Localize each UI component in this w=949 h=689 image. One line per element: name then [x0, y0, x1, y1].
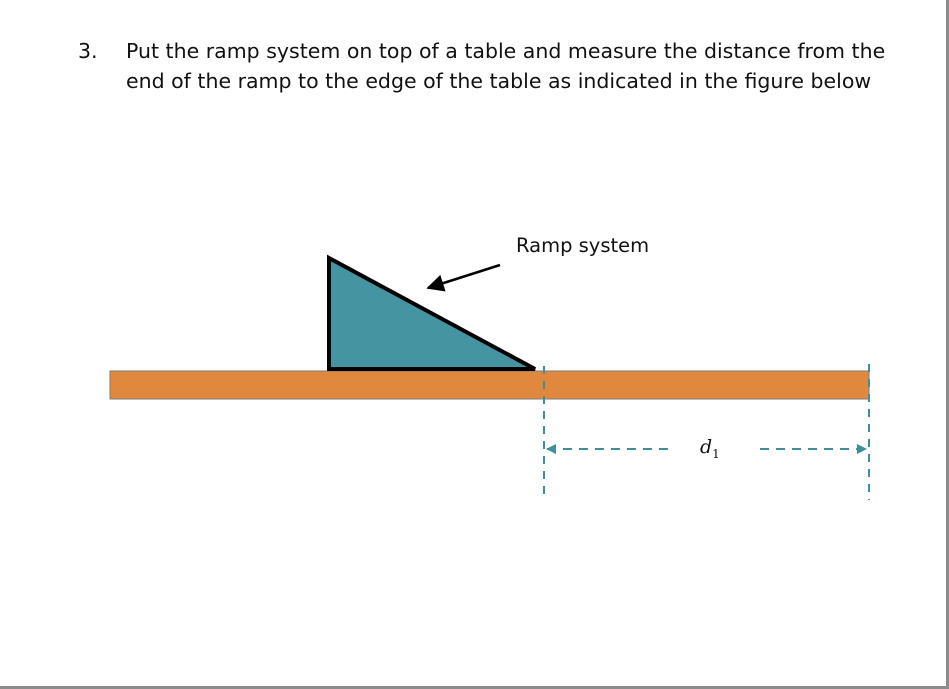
step-number: 3. — [78, 39, 98, 63]
ramp — [327, 254, 536, 371]
distance-label: d1 — [700, 436, 720, 461]
distance-subscript: 1 — [712, 446, 720, 461]
ramp-system-label: Ramp system — [516, 234, 650, 257]
step-text: Put the ramp system on top of a table an… — [126, 39, 886, 93]
distance-symbol: d — [700, 436, 713, 458]
callout-arrow — [426, 263, 501, 292]
table — [109, 370, 870, 400]
